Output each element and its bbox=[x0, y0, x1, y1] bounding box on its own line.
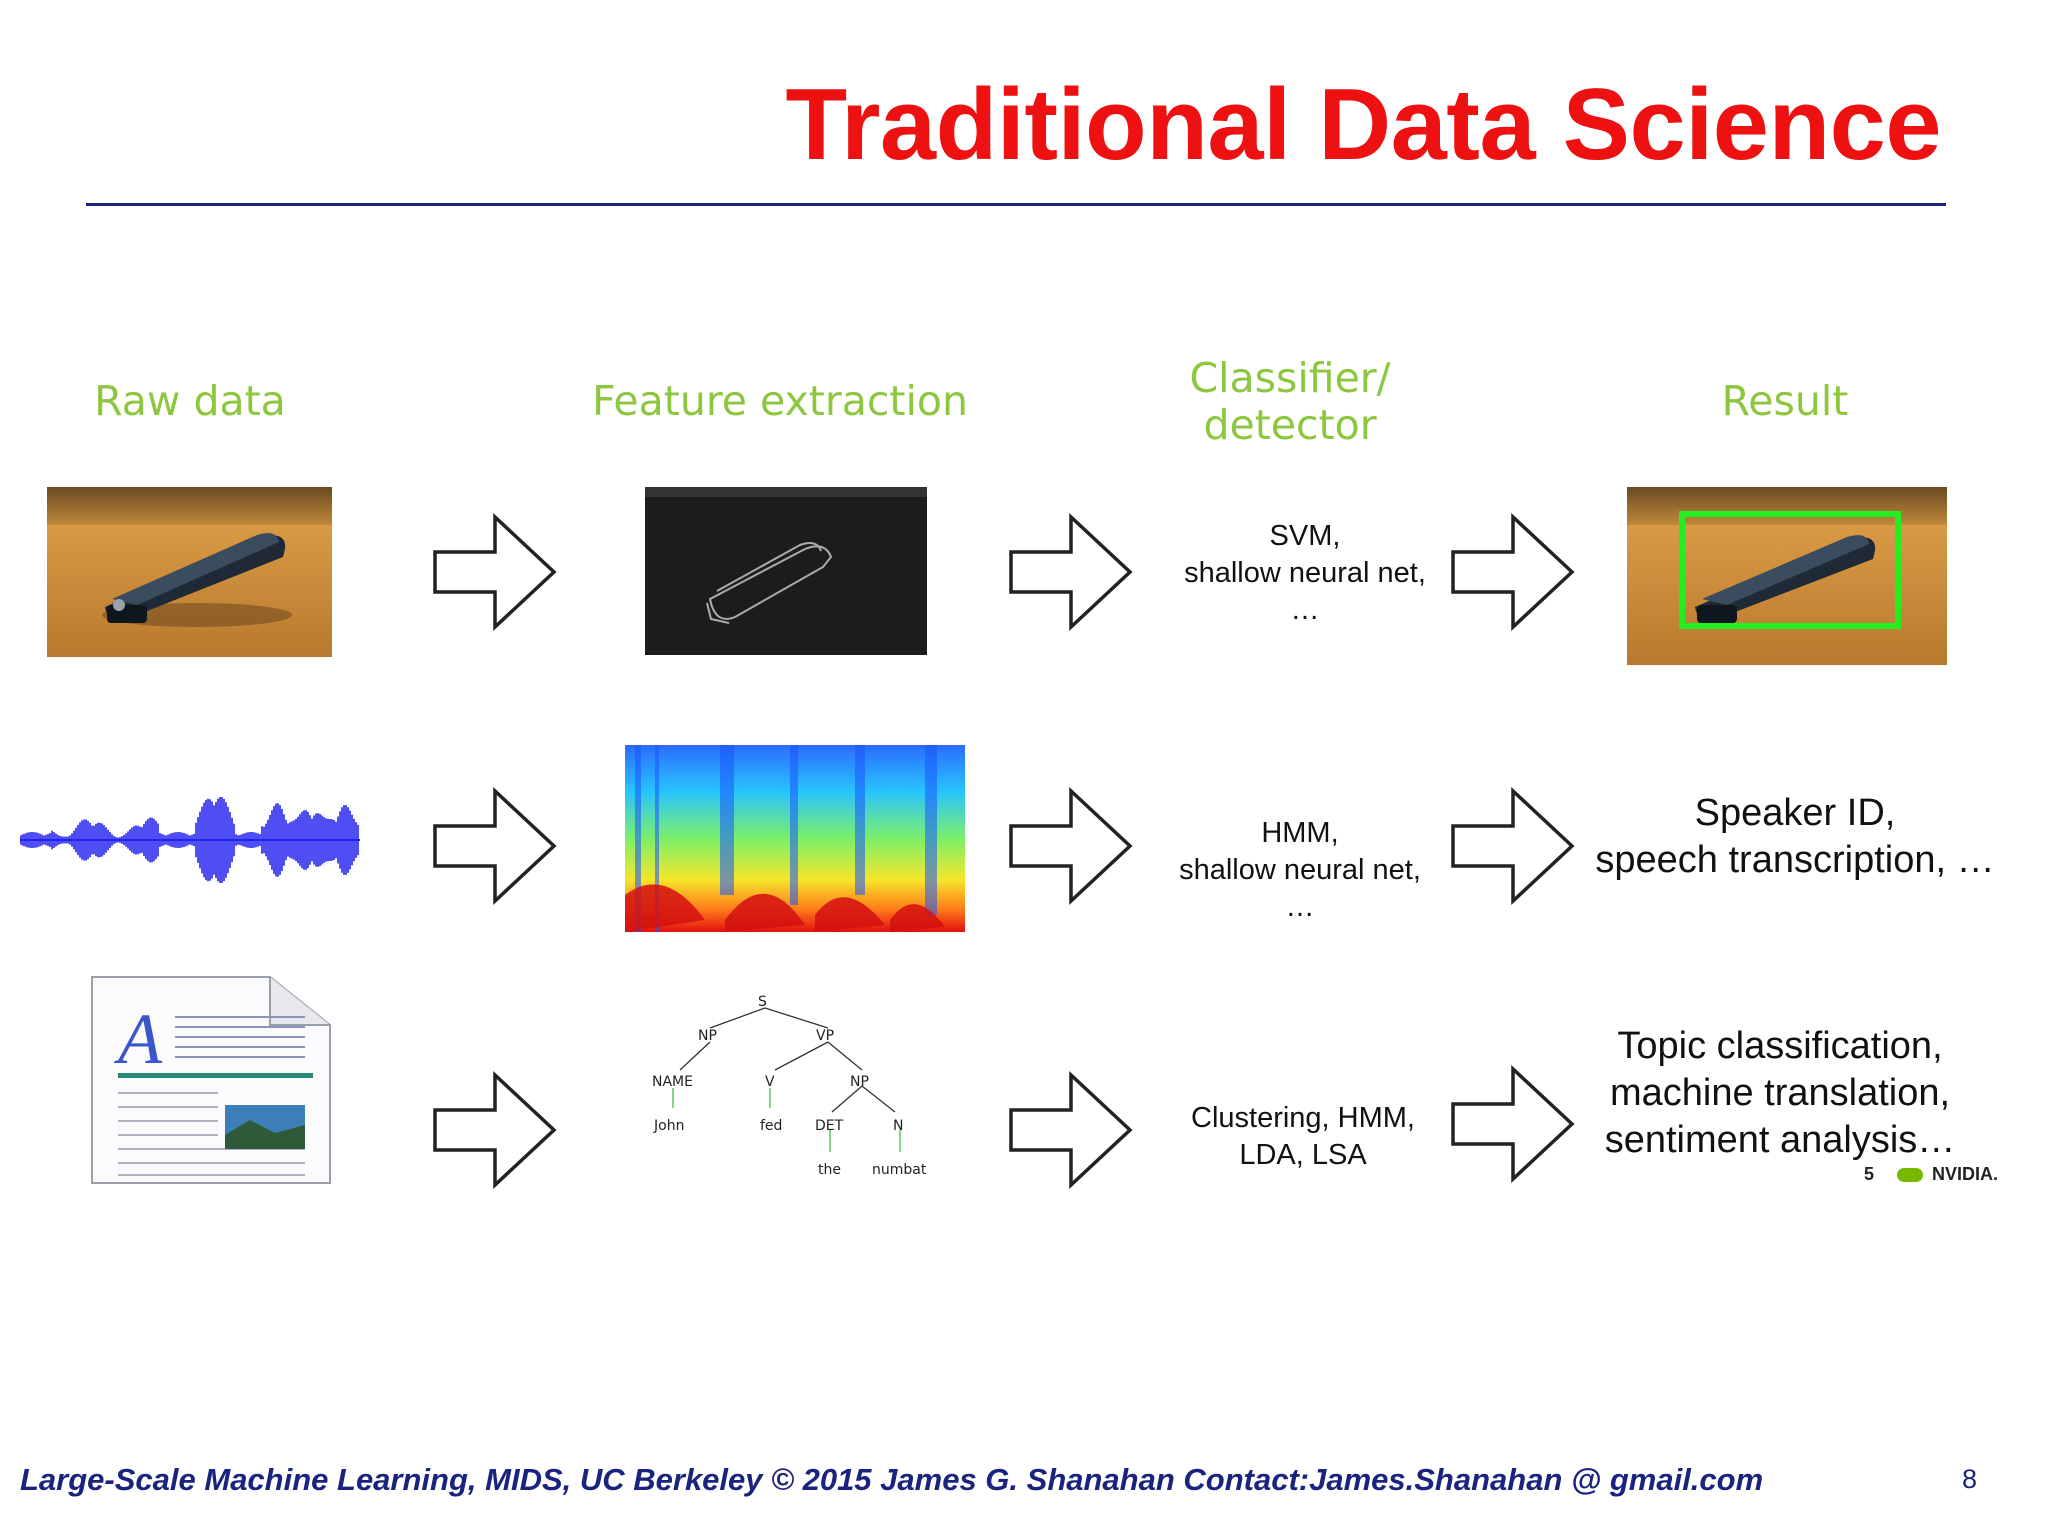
tree-node: NP bbox=[698, 1028, 717, 1044]
document-icon: A bbox=[90, 975, 335, 1185]
nvidia-logo-icon bbox=[1897, 1168, 1924, 1183]
edge-feature-image bbox=[645, 487, 927, 655]
title-divider bbox=[86, 203, 1946, 206]
arrow-right-icon bbox=[1451, 512, 1575, 632]
classifier-line: SVM, bbox=[1269, 520, 1341, 552]
classifier-line: Clustering, HMM, bbox=[1191, 1102, 1415, 1134]
tree-node: VP bbox=[816, 1028, 834, 1044]
tree-leaf: John bbox=[653, 1118, 684, 1134]
classifier-line: HMM, bbox=[1261, 817, 1339, 849]
tree-node: S bbox=[758, 994, 767, 1010]
header-result: Result bbox=[1721, 377, 1849, 425]
slide-title: Traditional Data Science bbox=[785, 69, 1941, 181]
tree-leaf: numbat bbox=[872, 1162, 927, 1178]
result-line: speech transcription, … bbox=[1595, 839, 1995, 881]
classifier-text-audio: HMM, shallow neural net, … bbox=[1145, 815, 1455, 926]
stapler-detection-photo bbox=[1627, 487, 1947, 665]
tree-node: N bbox=[893, 1118, 903, 1134]
arrow-right-icon bbox=[433, 512, 557, 632]
classifier-line: LDA, LSA bbox=[1239, 1139, 1367, 1171]
result-line: Speaker ID, bbox=[1694, 792, 1896, 834]
result-line: sentiment analysis… bbox=[1604, 1119, 1956, 1161]
tree-node: NP bbox=[850, 1074, 869, 1090]
parse-tree-diagram: S NP VP NAME V NP John fed DET N the num… bbox=[640, 990, 940, 1190]
classifier-text-image: SVM, shallow neural net, … bbox=[1150, 518, 1460, 629]
classifier-line: … bbox=[1290, 594, 1320, 626]
tree-node: DET bbox=[815, 1118, 844, 1134]
classifier-line: … bbox=[1285, 891, 1315, 923]
tree-node: NAME bbox=[652, 1074, 693, 1090]
audio-waveform bbox=[20, 770, 360, 910]
arrow-right-icon bbox=[1009, 512, 1133, 632]
result-line: Topic classification, bbox=[1617, 1025, 1943, 1067]
tree-leaf: fed bbox=[760, 1118, 782, 1134]
document-letter: A bbox=[114, 999, 163, 1079]
result-line: machine translation, bbox=[1609, 1072, 1951, 1114]
header-raw-data: Raw data bbox=[94, 377, 286, 425]
header-classifier-line2: detector bbox=[1203, 401, 1377, 449]
result-text-text: Topic classification, machine translatio… bbox=[1580, 1023, 1980, 1164]
classifier-line: shallow neural net, bbox=[1184, 557, 1426, 589]
nvidia-brand: NVIDIA. bbox=[1932, 1164, 1999, 1184]
header-feature-extraction: Feature extraction bbox=[592, 377, 968, 425]
result-text-audio: Speaker ID, speech transcription, … bbox=[1585, 790, 2005, 884]
slide-source-number: 5 bbox=[1864, 1164, 1875, 1184]
tree-node: V bbox=[765, 1074, 775, 1090]
footer-credit: Large-Scale Machine Learning, MIDS, UC B… bbox=[20, 1462, 1764, 1497]
arrow-right-icon bbox=[1451, 786, 1575, 906]
arrow-right-icon bbox=[433, 786, 557, 906]
header-classifier-line1: Classifier/ bbox=[1189, 354, 1391, 402]
stapler-photo bbox=[47, 487, 332, 657]
detection-box bbox=[1679, 511, 1901, 629]
page-number: 8 bbox=[1962, 1464, 1978, 1494]
header-classifier: Classifier/ detector bbox=[1160, 355, 1420, 449]
arrow-right-icon bbox=[433, 1070, 557, 1190]
arrow-right-icon bbox=[1009, 786, 1133, 906]
classifier-line: shallow neural net, bbox=[1179, 854, 1421, 886]
classifier-text-text: Clustering, HMM, LDA, LSA bbox=[1148, 1100, 1458, 1174]
arrow-right-icon bbox=[1451, 1064, 1575, 1184]
nvidia-badge: 5 NVIDIA. bbox=[1864, 1164, 1998, 1185]
spectrogram-image bbox=[625, 745, 965, 932]
arrow-right-icon bbox=[1009, 1070, 1133, 1190]
tree-leaf: the bbox=[818, 1162, 841, 1178]
